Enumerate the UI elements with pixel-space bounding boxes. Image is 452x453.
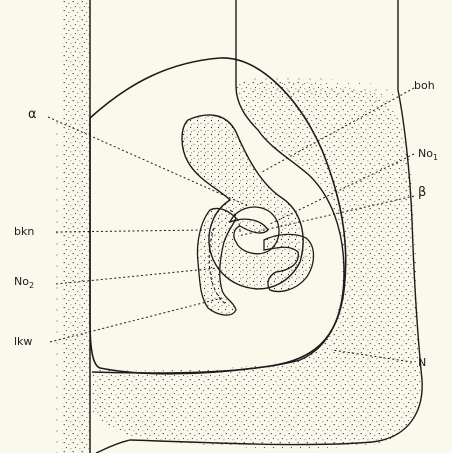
left-stippled-fringe bbox=[54, 120, 62, 453]
label-no1-base: No bbox=[418, 147, 433, 160]
label-no2: No2 bbox=[14, 276, 34, 290]
label-no1-sub: 1 bbox=[433, 153, 438, 162]
label-boh: boh bbox=[414, 80, 435, 91]
label-no2-base: No bbox=[14, 275, 29, 288]
label-beta: β bbox=[418, 186, 426, 199]
label-lkw: lkw bbox=[14, 336, 32, 347]
label-n: N bbox=[418, 357, 426, 368]
label-alpha: α bbox=[28, 108, 37, 121]
label-no1: No1 bbox=[418, 148, 438, 162]
label-no2-sub: 2 bbox=[29, 281, 34, 290]
left-stippled-band bbox=[62, 0, 90, 453]
label-bkn: bkn bbox=[14, 226, 34, 237]
